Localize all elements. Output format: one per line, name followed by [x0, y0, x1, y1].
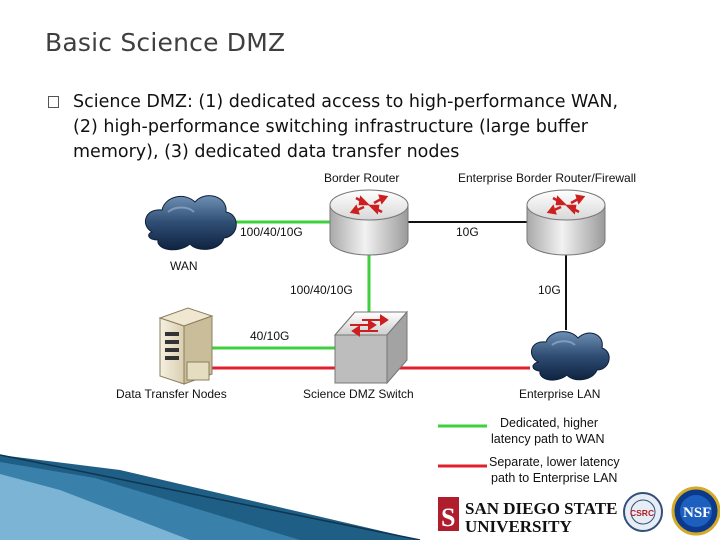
server-icon: [158, 307, 214, 385]
link-label-border-switch: 100/40/10G: [290, 283, 353, 297]
link-label-wan-border: 100/40/10G: [240, 225, 303, 239]
enterprise-router-icon: [526, 189, 606, 256]
slide-title: Basic Science DMZ: [45, 28, 286, 57]
enterprise-router-label: Enterprise Border Router/Firewall: [458, 171, 636, 185]
decorative-swoosh: [0, 454, 421, 540]
bullet-text: Science DMZ: (1) dedicated access to hig…: [73, 90, 683, 165]
sdsu-shield-icon: [438, 497, 459, 531]
sdsu-line2: UNIVERSITY: [465, 517, 572, 536]
dtn-label: Data Transfer Nodes: [116, 387, 227, 401]
border-router-label: Border Router: [324, 171, 399, 185]
legend-red-line2: path to Enterprise LAN: [491, 471, 617, 485]
legend-green-line2: latency path to WAN: [491, 432, 604, 446]
wan-cloud-icon: [144, 195, 237, 251]
enterprise-lan-cloud-icon: [530, 331, 610, 381]
svg-text:S: S: [441, 503, 455, 532]
switch-icon: [333, 310, 409, 385]
bullet-marker: [48, 96, 59, 108]
legend-green-line1: Dedicated, higher: [500, 416, 598, 430]
nsf-text: NSF: [683, 505, 711, 521]
legend-red-line1: Separate, lower latency: [489, 455, 620, 469]
legend: Dedicated, higher latency path to WAN Se…: [438, 416, 620, 485]
link-label-dtn-switch: 40/10G: [250, 329, 289, 343]
enterprise-lan-label: Enterprise LAN: [519, 387, 600, 401]
bullet-line-3: memory), (3) dedicated data transfer nod…: [73, 142, 460, 162]
switch-label: Science DMZ Switch: [303, 387, 414, 401]
sdsu-logo: S SAN DIEGO STATE UNIVERSITY: [438, 497, 617, 536]
csrc-text: CSRC: [630, 508, 654, 518]
wan-label: WAN: [170, 259, 198, 273]
nsf-seal-icon: NSF: [671, 486, 720, 536]
bullet-line-2: (2) high-performance switching infrastru…: [73, 117, 588, 137]
link-label-enterprise-lan: 10G: [538, 283, 561, 297]
link-label-border-enterprise: 10G: [456, 225, 479, 239]
border-router-icon: [329, 189, 409, 256]
csrc-seal-icon: CSRC: [623, 492, 663, 532]
sdsu-line1: SAN DIEGO STATE: [465, 499, 617, 518]
bullet-line-1: Science DMZ: (1) dedicated access to hig…: [73, 92, 619, 112]
